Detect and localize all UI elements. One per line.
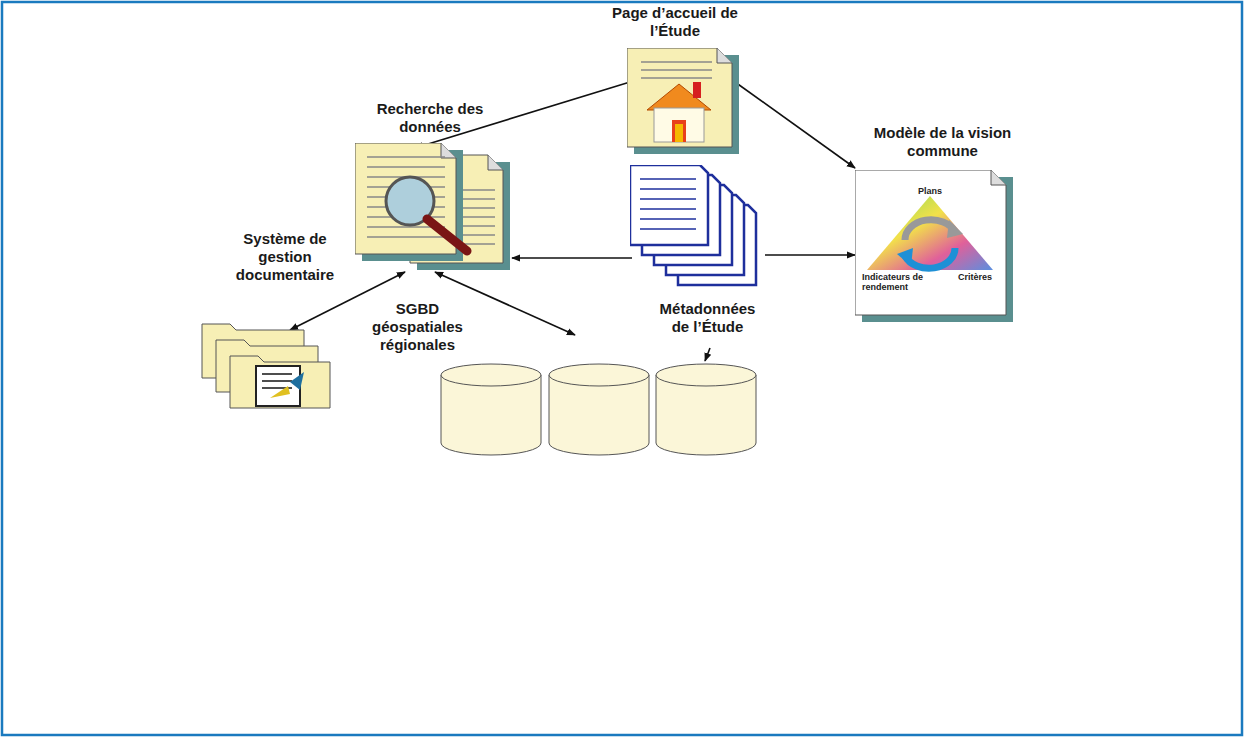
icon-node: Métadonnées de l’Étude [625, 162, 770, 347]
icon-node: SGBD géospatiales régionales [365, 298, 760, 460]
icon-node: Recherche des données [350, 98, 515, 273]
node-label: Recherche des données [375, 100, 485, 136]
node-icon [200, 320, 332, 414]
arrow-connector [765, 254, 855, 256]
node-icon [355, 143, 513, 277]
icon-caption: Indicateurs de rendement [862, 272, 932, 292]
node-icon [440, 363, 542, 461]
node-label: Modèle de la vision commune [850, 124, 1035, 160]
node-label: SGBD géospatiales régionales [365, 300, 470, 354]
icon-node: Système de gestion documentaire [195, 228, 342, 413]
icon-caption: Critères [950, 272, 1000, 282]
icon-node: Modèle de la vision communePlansIndicate… [850, 122, 1035, 322]
arrow-connector [512, 257, 632, 259]
node-icon [655, 363, 757, 461]
node-icon [627, 48, 739, 158]
icon-node: Page d’accueil de l’Étude [600, 0, 750, 155]
arrow-connector [705, 348, 710, 361]
node-label: Système de gestion documentaire [230, 230, 340, 284]
node-icon [630, 165, 765, 299]
node-icon [548, 363, 650, 461]
node-label: Métadonnées de l’Étude [650, 300, 765, 336]
node-label: Page d’accueil de l’Étude [600, 4, 750, 40]
icon-caption: Plans [905, 186, 955, 196]
arrow-connector [735, 82, 855, 168]
